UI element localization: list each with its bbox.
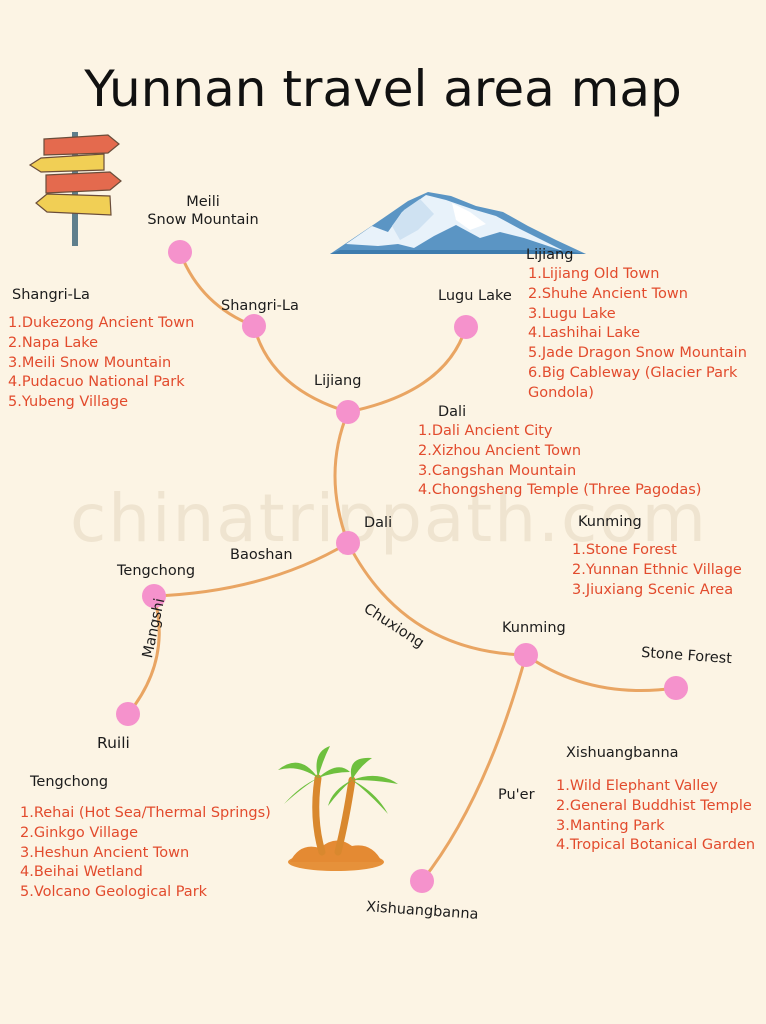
list-item: 4.Chongsheng Temple (Three Pagodas)	[418, 482, 702, 499]
route-lugu-lijiang	[346, 325, 468, 414]
label-meili: Meili Snow Mountain	[120, 193, 286, 229]
tengchong-list: 1.Rehai (Hot Sea/Thermal Springs) 2.Gink…	[20, 804, 271, 903]
list-item: 4.Pudacuo National Park	[8, 374, 185, 391]
list-item: 4.Beihai Wetland	[20, 864, 143, 881]
route-lines	[126, 250, 678, 883]
label-baoshan: Baoshan	[230, 547, 293, 563]
label-lugu-lake: Lugu Lake	[438, 288, 512, 304]
palm-island-icon	[278, 746, 398, 871]
route-kunming-xishuangbanna	[420, 653, 528, 883]
label-meili-line1: Meili	[186, 194, 220, 210]
route-lijiang-dali	[333, 410, 350, 545]
list-item: 1.Stone Forest	[572, 542, 677, 558]
label-tengchong: Tengchong	[117, 563, 196, 579]
list-item: 3.Heshun Ancient Town	[20, 844, 190, 861]
label-puer: Pu'er	[498, 787, 535, 803]
list-item: 5.Jade Dragon Snow Mountain	[528, 345, 747, 362]
signpost-icon	[28, 132, 122, 246]
node-lijiang	[336, 400, 360, 424]
list-item: 1.Dali Ancient City	[418, 423, 553, 439]
node-shangrila	[242, 314, 266, 338]
node-stone-forest	[664, 676, 688, 700]
list-item: 1.Dukezong Ancient Town	[8, 315, 195, 331]
list-item: 4.Lashihai Lake	[528, 325, 641, 342]
label-meili-line2: Snow Mountain	[147, 212, 259, 228]
label-shangrila: Shangri-La	[221, 298, 299, 314]
dali-heading: Dali	[438, 404, 467, 420]
list-item: 3.Jiuxiang Scenic Area	[572, 581, 734, 598]
xishuangbanna-list: 1.Wild Elephant Valley 2.General Buddhis…	[556, 777, 755, 856]
dali-list: 1.Dali Ancient City 2.Xizhou Ancient Tow…	[418, 422, 701, 501]
watermark: chinatrippath.com	[70, 480, 708, 557]
list-item: 2.Ginkgo Village	[20, 824, 139, 841]
list-item: Gondola)	[528, 384, 594, 401]
route-tengchong-ruili	[126, 594, 161, 716]
page-title: Yunnan travel area map	[84, 60, 682, 118]
kunming-list: 1.Stone Forest 2.Yunnan Ethnic Village 3…	[572, 541, 742, 600]
route-shangrila-lijiang	[252, 324, 350, 414]
tengchong-heading: Tengchong	[30, 774, 109, 790]
lijiang-heading: Lijiang	[526, 247, 574, 263]
list-item: 1.Lijiang Old Town	[528, 266, 660, 282]
route-kunming-stoneforest	[524, 653, 678, 693]
route-dali-tengchong	[152, 541, 350, 598]
list-item: 6.Big Cableway (Glacier Park	[528, 364, 738, 381]
list-item: 5.Volcano Geological Park	[20, 884, 208, 901]
list-item: 2.General Buddhist Temple	[556, 797, 752, 814]
node-lugu-lake	[454, 315, 478, 339]
list-item: 3.Cangshan Mountain	[418, 462, 577, 479]
list-item: 4.Tropical Botanical Garden	[556, 837, 756, 854]
shangrila-list: 1.Dukezong Ancient Town 2.Napa Lake 3.Me…	[8, 314, 194, 413]
node-tengchong	[142, 584, 166, 608]
list-item: 3.Meili Snow Mountain	[8, 354, 172, 371]
label-lijiang: Lijiang	[314, 373, 362, 389]
snow-mountain-icon	[330, 192, 586, 254]
xishuangbanna-heading: Xishuangbanna	[566, 745, 679, 761]
node-xishuangbanna	[410, 869, 434, 893]
list-item: 5.Yubeng Village	[8, 394, 129, 411]
list-item: 2.Shuhe Ancient Town	[528, 285, 688, 302]
route-dali-kunming	[346, 541, 528, 657]
list-item: 2.Xizhou Ancient Town	[418, 442, 582, 459]
list-item: 3.Manting Park	[556, 817, 665, 834]
shangrila-heading: Shangri-La	[12, 287, 90, 303]
node-meili	[168, 240, 192, 264]
node-ruili	[116, 702, 140, 726]
list-item: 2.Yunnan Ethnic Village	[572, 561, 742, 578]
label-ruili: Ruili	[97, 734, 130, 752]
kunming-heading: Kunming	[578, 514, 642, 530]
node-dali	[336, 531, 360, 555]
label-dali: Dali	[364, 515, 393, 531]
node-kunming	[514, 643, 538, 667]
list-item: 1.Wild Elephant Valley	[556, 778, 718, 794]
lijiang-list: 1.Lijiang Old Town 2.Shuhe Ancient Town …	[528, 265, 747, 404]
list-item: 3.Lugu Lake	[528, 305, 616, 322]
label-kunming: Kunming	[502, 620, 566, 636]
list-item: 1.Rehai (Hot Sea/Thermal Springs)	[20, 805, 271, 821]
list-item: 2.Napa Lake	[8, 334, 99, 351]
